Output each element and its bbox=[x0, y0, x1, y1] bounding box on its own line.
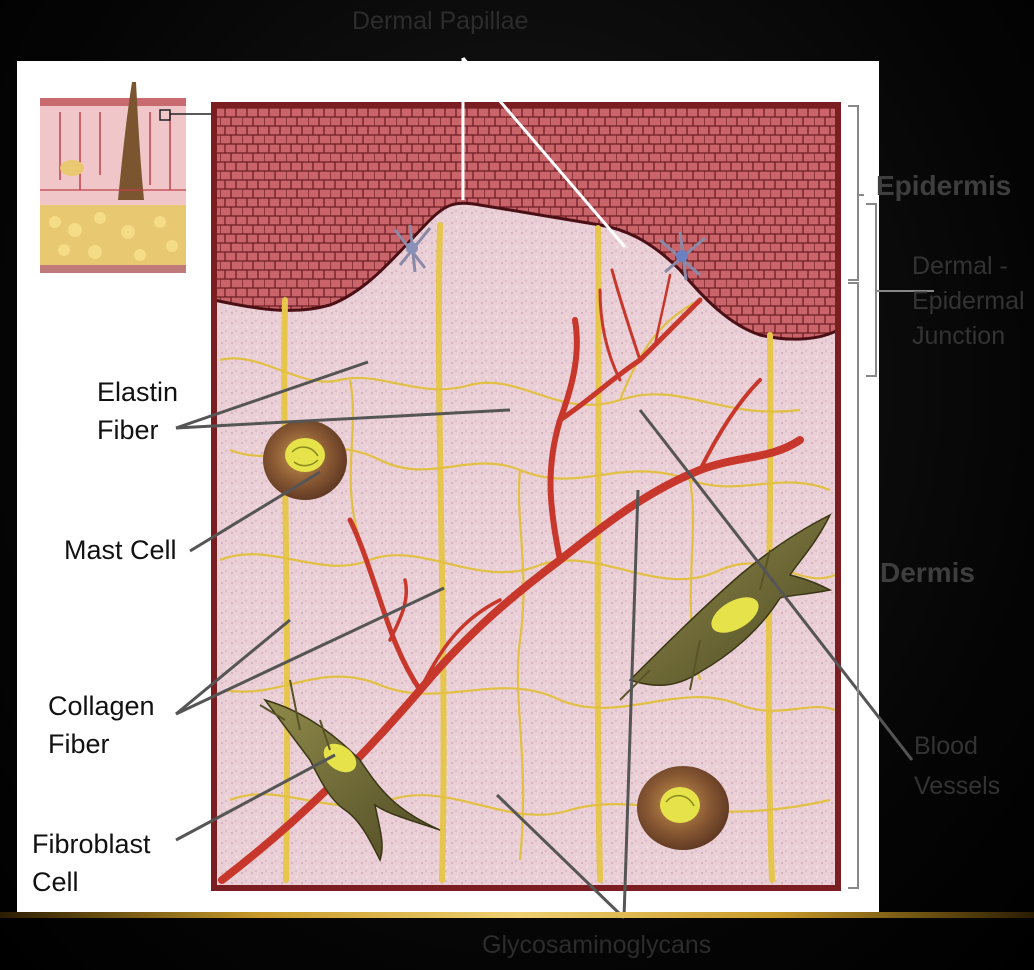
blood-vessels-line-2: Vessels bbox=[914, 766, 1000, 806]
dermal-papillae-label: Dermal Papillae bbox=[352, 7, 528, 35]
collagen-line-2: Fiber bbox=[48, 726, 155, 764]
collagen-line-1: Collagen bbox=[48, 688, 155, 726]
gold-accent-bar bbox=[0, 912, 1034, 918]
mast-cell bbox=[263, 420, 347, 500]
elastin-line-1: Elastin bbox=[97, 374, 178, 412]
mast-cell-label: Mast Cell bbox=[64, 535, 177, 566]
blood-vessels-label: Blood Vessels bbox=[914, 726, 1000, 806]
elastin-fiber-label: Elastin Fiber bbox=[97, 374, 178, 450]
junction-line-3: Junction bbox=[912, 319, 1025, 354]
dermis-label: Dermis bbox=[880, 557, 975, 589]
epidermis-label: Epidermis bbox=[876, 170, 1011, 202]
fibroblast-line-2: Cell bbox=[32, 864, 151, 902]
junction-line-1: Dermal - bbox=[912, 249, 1025, 284]
mast-cell bbox=[637, 766, 729, 850]
dermal-epidermal-junction-label: Dermal - Epidermal Junction bbox=[912, 249, 1025, 354]
junction-line-2: Epidermal bbox=[912, 284, 1025, 319]
inset-skin-thumbnail bbox=[40, 82, 214, 273]
blood-vessels-line-1: Blood bbox=[914, 726, 1000, 766]
fibroblast-cell-label: Fibroblast Cell bbox=[32, 826, 151, 902]
fibroblast-line-1: Fibroblast bbox=[32, 826, 151, 864]
elastin-line-2: Fiber bbox=[97, 412, 178, 450]
collagen-fiber-label: Collagen Fiber bbox=[48, 688, 155, 764]
glycosaminoglycans-label: Glycosaminoglycans bbox=[482, 931, 711, 959]
